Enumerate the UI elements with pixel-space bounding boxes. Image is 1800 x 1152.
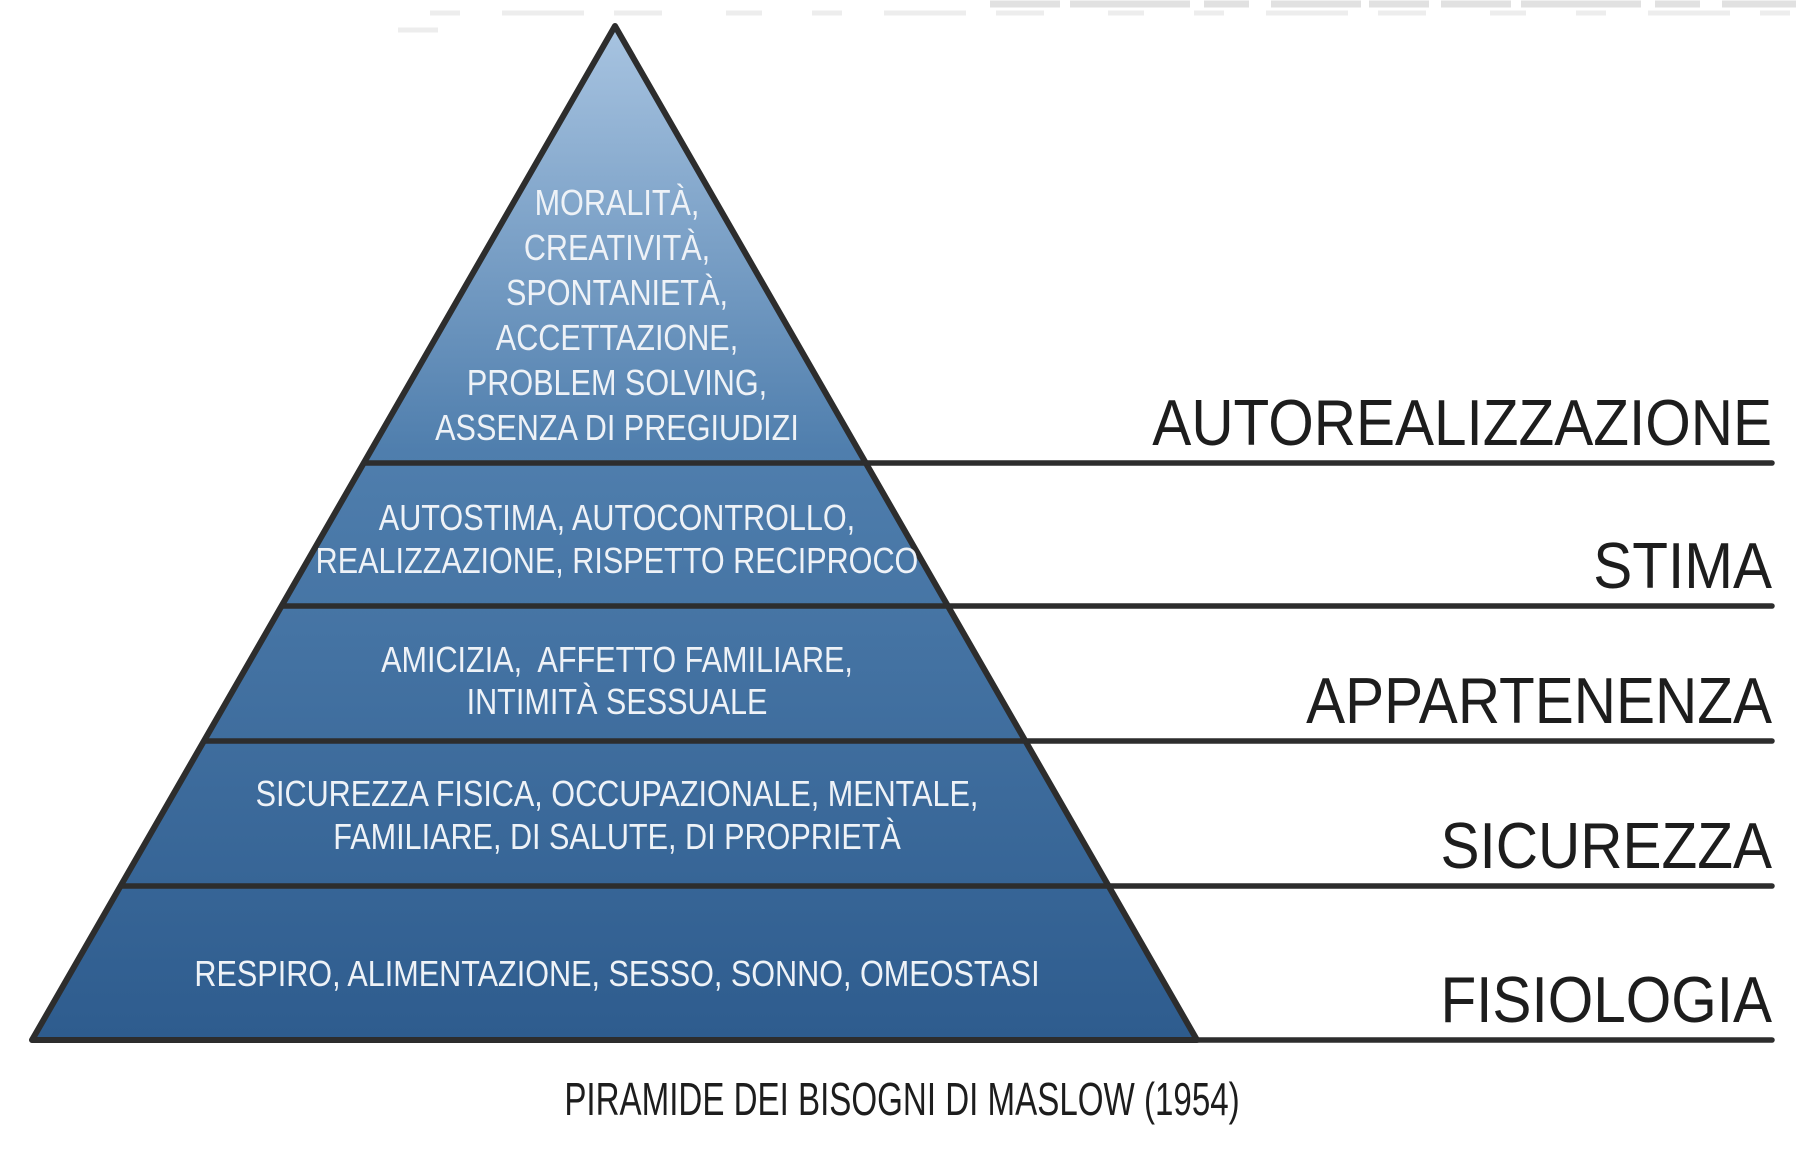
level-item-line: REALIZZAZIONE, RISPETTO RECIPROCO [316,542,919,582]
level-label-group: APPARTENENZA [1306,665,1773,738]
level-label: AUTOREALIZZAZIONE [1152,387,1772,460]
level-item-line: CREATIVITÀ, [524,229,710,269]
level-label: SICUREZZA [1441,810,1773,883]
level-item-line: AUTOSTIMA, AUTOCONTROLLO, [379,499,855,539]
level-item-line: ACCETTAZIONE, [496,319,738,359]
level-items-sicurezza: SICUREZZA FISICA, OCCUPAZIONALE, MENTALE… [256,775,979,858]
level-item-line: FAMILIARE, DI SALUTE, DI PROPRIETÀ [333,818,901,858]
level-item-line: SPONTANIETÀ, [506,274,728,314]
level-items-fisiologia: RESPIRO, ALIMENTAZIONE, SESSO, SONNO, OM… [194,955,1039,995]
level-items-stima: AUTOSTIMA, AUTOCONTROLLO, REALIZZAZIONE,… [316,499,919,582]
level-label-group: FISIOLOGIA [1440,964,1772,1037]
level-label: APPARTENENZA [1306,665,1773,738]
figure-caption-group: PIRAMIDE DEI BISOGNI DI MASLOW (1954) [564,1075,1239,1125]
level-items-appartenenza: AMICIZIA, AFFETTO FAMILIARE, INTIMITÀ SE… [381,641,853,723]
level-label: STIMA [1593,530,1772,603]
figure-caption: PIRAMIDE DEI BISOGNI DI MASLOW (1954) [564,1075,1239,1125]
level-label-group: SICUREZZA [1441,810,1773,883]
level-item-line: PROBLEM SOLVING, [467,364,767,404]
level-item-line: INTIMITÀ SESSUALE [467,683,768,723]
level-item-line: ASSENZA DI PREGIUDIZI [435,409,799,449]
level-items-autorealizzazione: MORALITÀ, CREATIVITÀ, SPONTANIETÀ, ACCET… [435,184,799,449]
level-item-line: MORALITÀ, [535,184,700,224]
level-label-group: STIMA [1593,530,1772,603]
level-item-line: AMICIZIA, AFFETTO FAMILIARE, [381,641,853,681]
level-item-line: SICUREZZA FISICA, OCCUPAZIONALE, MENTALE… [256,775,979,815]
level-label-group: AUTOREALIZZAZIONE [1152,387,1772,460]
level-item-line: RESPIRO, ALIMENTAZIONE, SESSO, SONNO, OM… [194,955,1039,995]
level-label: FISIOLOGIA [1440,964,1772,1037]
